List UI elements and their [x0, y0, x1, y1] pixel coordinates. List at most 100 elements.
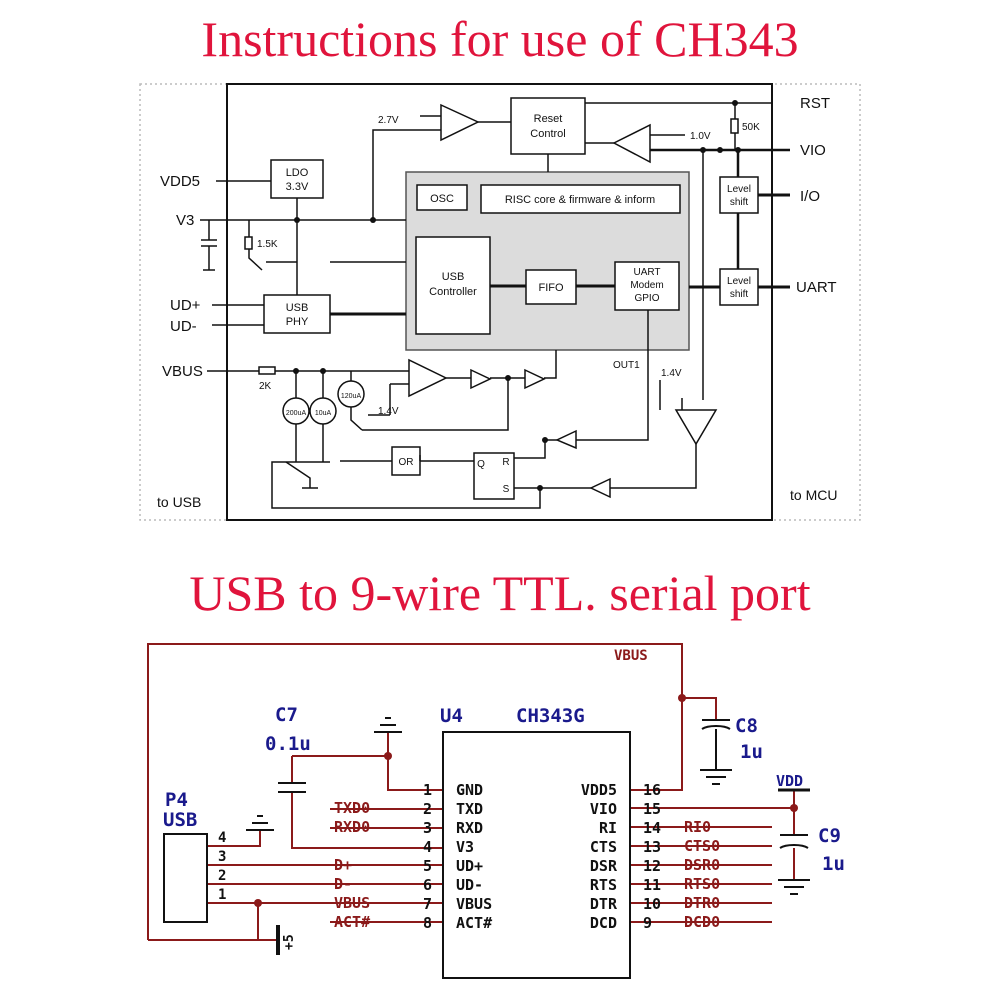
pin-udm: UD-: [170, 318, 197, 335]
c8-label: C8: [735, 715, 758, 737]
comparator-14v: [674, 409, 718, 446]
label-14v-a: 1.4V: [378, 406, 399, 417]
wire-27v-ref: [372, 115, 441, 220]
c8-gnd-icon: [700, 769, 732, 785]
vdd-net-label: VDD: [776, 772, 803, 790]
ldo-label-2: 3.3V: [286, 181, 309, 193]
ls1-label-2: shift: [730, 197, 749, 208]
c9-label: C9: [818, 825, 841, 847]
osc-label: OSC: [430, 193, 454, 205]
wire-comp14-latch: [514, 444, 697, 489]
wire-vbus-bottom: [148, 903, 278, 941]
label-10v: 1.0V: [690, 131, 711, 142]
label-27v: 2.7V: [378, 115, 399, 126]
net-label-rxd0: RXD0: [334, 818, 370, 836]
pin-num-14: 14: [643, 819, 661, 837]
c9-gnd-icon: [778, 879, 810, 895]
c9-plates: [779, 834, 809, 849]
p4-label: P4: [165, 789, 188, 811]
fifo-label: FIFO: [538, 282, 563, 294]
wire-latch-feedback: [271, 461, 541, 509]
bottom-title: USB to 9-wire TTL. serial port: [189, 565, 811, 621]
label-120ua: 120uA: [341, 393, 362, 400]
ch343g-chip: [442, 731, 631, 979]
wire-14v-ref: [368, 383, 409, 416]
pin-name-dcd: DCD: [590, 914, 617, 932]
vbus-net-label: VBUS: [614, 648, 648, 664]
pin-name-txd: TXD: [456, 800, 483, 818]
gnd-switch: [285, 461, 318, 489]
buffer-2: [524, 368, 546, 390]
wire-gnd-pin1: [292, 732, 443, 791]
wire-usb-data: [212, 304, 264, 326]
usb-phy-block: [263, 294, 331, 334]
pin-num-7: 7: [423, 895, 432, 913]
wire-current-sources: [295, 371, 352, 398]
wire-left-stubs: [330, 808, 443, 923]
usb-controller-block: [415, 236, 491, 335]
net-label-d+: D+: [334, 856, 352, 874]
net-label-dsr0: DSR0: [684, 856, 720, 874]
ldo-block: [270, 159, 324, 199]
label-to-mcu: to MCU: [790, 487, 837, 503]
reset-label-2: Control: [530, 128, 565, 140]
u4-label: U4: [440, 705, 463, 727]
usb-label: USB: [163, 809, 197, 831]
wire-out1-latch: [514, 310, 649, 459]
phy-label-2: PHY: [286, 316, 309, 328]
ls2-label-2: shift: [730, 289, 749, 300]
pin-rst: RST: [800, 95, 830, 112]
pin-num-12: 12: [643, 857, 661, 875]
buses: [490, 193, 790, 289]
c7-plates: [278, 782, 306, 793]
usb-controller-label-1: USB: [442, 271, 465, 283]
pin-name-gnd: GND: [456, 781, 483, 799]
usb-gnd-icon: [246, 815, 274, 831]
phy-label-1: USB: [286, 302, 309, 314]
c7-gnd-icon: [374, 717, 402, 733]
pin-name-vbus: VBUS: [456, 895, 492, 913]
pin-num-8: 8: [423, 914, 432, 932]
c8-plates: [701, 719, 731, 770]
ls2-label-1: Level: [727, 276, 751, 287]
reset-label-1: Reset: [534, 113, 563, 125]
net-label-rts0: RTS0: [684, 875, 720, 893]
uart-label-1: UART: [633, 267, 660, 278]
uart-label-3: GPIO: [634, 293, 659, 304]
comparator-vbus: [408, 358, 448, 398]
pin-udp: UD+: [170, 297, 201, 314]
pin-vbus: VBUS: [162, 363, 203, 380]
pin-num-16: 16: [643, 781, 661, 799]
pin-name-ud-: UD-: [456, 876, 483, 894]
wire-right-stubs: [630, 826, 772, 923]
comparator-27v: [440, 103, 480, 142]
comparator-10v: [612, 123, 651, 164]
pin-name-dsr: DSR: [590, 857, 618, 875]
risc-label: RISC core & firmware & inform: [505, 194, 655, 206]
v3-capacitor: [201, 220, 217, 271]
pin-num-5: 5: [423, 857, 432, 875]
pin-name-rxd: RXD: [456, 819, 483, 837]
pin-name-rts: RTS: [590, 876, 617, 894]
ls1-label-1: Level: [727, 184, 751, 195]
pin-name-dtr: DTR: [590, 895, 618, 913]
pin-v3: V3: [176, 212, 194, 229]
ldo-label-1: LDO: [286, 167, 309, 179]
chip-outline: [226, 83, 773, 521]
c7-value: 0.1u: [265, 733, 311, 755]
label-14v-b: 1.4V: [661, 368, 682, 379]
net-label-d-: D-: [334, 875, 352, 893]
label-200ua: 200uA: [286, 410, 307, 417]
pin-num-13: 13: [643, 838, 661, 856]
connector-pin-3: 3: [218, 849, 226, 865]
wire-vbus-loop: [147, 643, 683, 940]
plus5-label: +5: [282, 934, 297, 950]
latch-s: S: [503, 484, 510, 495]
label-to-usb: to USB: [157, 494, 201, 510]
sr-latch: [473, 452, 515, 500]
buffer-1: [470, 368, 492, 390]
wire-or-latch: [340, 455, 474, 462]
pin-name-cts: CTS: [590, 838, 617, 856]
